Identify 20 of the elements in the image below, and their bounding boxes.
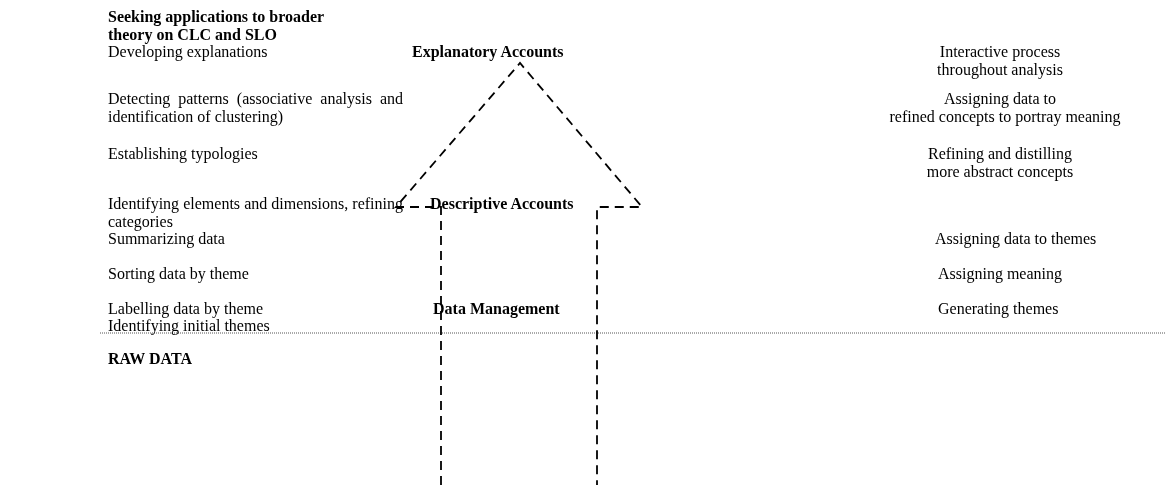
label-text: refined concepts to portray meaning — [888, 108, 1122, 126]
label-text: Assigning meaning — [938, 265, 1062, 283]
label-text: Developing explanations — [108, 43, 269, 61]
label-text: Assigning data to — [943, 90, 1057, 108]
heading-text: Descriptive Accounts — [430, 195, 574, 213]
label-text: Identifying initial themes — [108, 317, 271, 335]
label-text: Detecting patterns (associative analysis and identification of clustering) — [108, 90, 403, 126]
label-text: Interactive process throughout analysis — [936, 43, 1064, 79]
label-text: Sorting data by theme — [108, 265, 250, 283]
heading-text: RAW DATA — [108, 350, 193, 368]
label-text: Establishing typologies — [108, 145, 259, 163]
heading-text: Explanatory Accounts — [412, 43, 564, 61]
label-text: Labelling data by theme — [108, 300, 265, 318]
label-text: Summarizing data — [108, 230, 226, 248]
label-text: Refining and distilling more abstract concepts — [925, 145, 1075, 181]
label-text: Generating themes — [938, 300, 1059, 318]
label-text: Identifying elements and dimensions, refining categories — [108, 195, 403, 231]
label-text: Assigning data to themes — [935, 230, 1097, 248]
heading-text: Seeking applications to broader theory on CLC and SLO — [108, 8, 325, 44]
heading-text: Data Management — [433, 300, 560, 318]
